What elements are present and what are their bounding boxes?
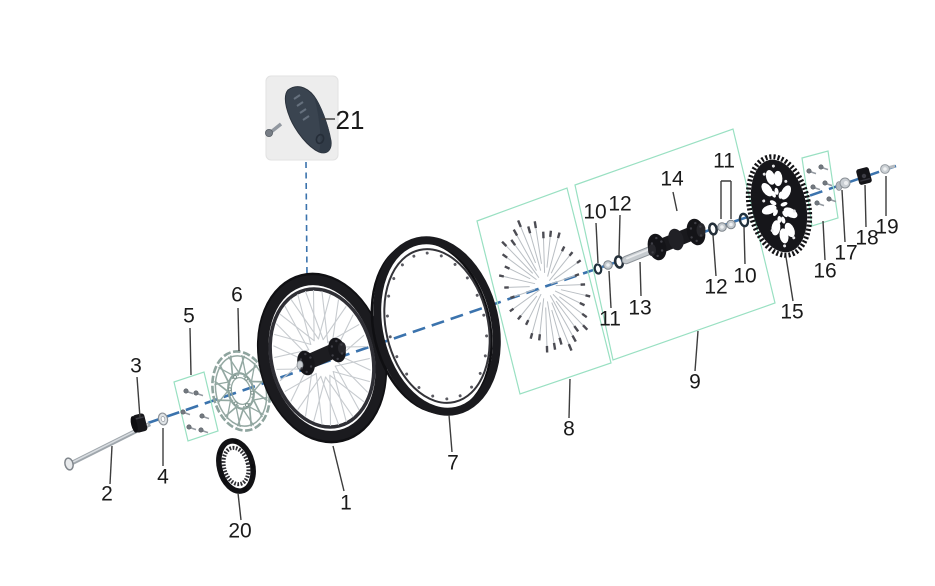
- label-part-20: 20: [228, 520, 251, 543]
- label-part-4: 4: [157, 466, 169, 489]
- leader-17: [841, 189, 846, 243]
- leader-7: [448, 414, 453, 453]
- hub-flange-holes: [299, 221, 703, 374]
- leader-3: [136, 376, 141, 419]
- label-part-13: 13: [628, 297, 651, 320]
- label-part-1: 1: [340, 492, 352, 515]
- label-part-11-top: 11: [713, 150, 735, 173]
- label-part-5: 5: [183, 305, 195, 328]
- part-10-oring-right: [738, 212, 750, 228]
- leader-10b: [743, 226, 746, 265]
- leader-13: [639, 261, 642, 297]
- part-1-wheel: [256, 272, 388, 444]
- part-16-sprocket-bolts: [806, 164, 837, 207]
- leader-2: [109, 445, 113, 485]
- leader-16: [822, 220, 826, 261]
- label-part-16: 16: [813, 260, 836, 283]
- leader-12b: [712, 234, 717, 277]
- leader-20: [237, 492, 242, 521]
- box-bolts-16: [801, 150, 839, 227]
- label-part-21: 21: [336, 105, 365, 135]
- leader-11b: [608, 270, 612, 309]
- part-8-spoke-set: [498, 220, 591, 353]
- label-part-10-left: 10: [583, 201, 606, 224]
- leader-8: [568, 378, 571, 419]
- label-part-15: 15: [780, 301, 803, 324]
- leader-18: [864, 184, 867, 228]
- box-bolts-5: [173, 371, 219, 442]
- sprocket-cutouts: [761, 164, 798, 248]
- label-part-18: 18: [855, 227, 878, 250]
- label-part-7: 7: [447, 452, 459, 475]
- part-20-disc-adapter: [216, 438, 256, 494]
- label-part-12-right: 12: [704, 276, 727, 299]
- part-5-disc-bolts: [180, 388, 210, 434]
- leader-6: [237, 307, 240, 352]
- leader-10a: [595, 222, 599, 264]
- part-11-bearings-right: [717, 219, 736, 232]
- leader-1: [332, 445, 345, 492]
- label-part-14: 14: [660, 168, 684, 191]
- label-part-3: 3: [130, 355, 142, 378]
- leader-9: [694, 330, 699, 372]
- rimlock-dashed-line: [305, 161, 308, 278]
- leader-14: [672, 191, 678, 212]
- callout-labels: 1 2 3 4 5 6 7 8 9 10 10 11 11 12 12 13 1…: [101, 105, 899, 543]
- box-spokes-8: [476, 187, 612, 395]
- part-18-nut: [856, 167, 872, 185]
- part-19-bolt: [880, 164, 896, 174]
- label-part-2: 2: [101, 483, 113, 506]
- part-14-hub: [299, 218, 706, 374]
- leader-11a-bracket: [720, 180, 732, 219]
- leader-5: [189, 327, 192, 376]
- leader-12a: [618, 214, 621, 257]
- box-hub-assembly-9: [574, 128, 776, 361]
- part-21-rim-lock: [264, 75, 339, 161]
- part-7-rim: [370, 236, 501, 416]
- part-17-spacer: [835, 177, 851, 191]
- part-11-bearing-left: [603, 260, 613, 270]
- label-part-19: 19: [875, 216, 898, 239]
- label-part-10-right: 10: [733, 265, 756, 288]
- part-10-oring-left: [593, 263, 603, 275]
- label-part-6: 6: [231, 284, 243, 307]
- rim-spoke-holes: [385, 251, 489, 401]
- label-part-12-left: 12: [608, 193, 631, 216]
- label-part-11-bottom: 11: [599, 308, 621, 331]
- part-12-seal-right: [708, 222, 718, 236]
- part-4-washer: [157, 412, 169, 426]
- part-15-sprocket: [745, 154, 813, 258]
- leader-15: [785, 256, 794, 302]
- label-part-9: 9: [689, 371, 701, 394]
- leader-lines: [109, 118, 887, 521]
- label-part-8: 8: [563, 418, 575, 441]
- label-part-17: 17: [834, 242, 857, 265]
